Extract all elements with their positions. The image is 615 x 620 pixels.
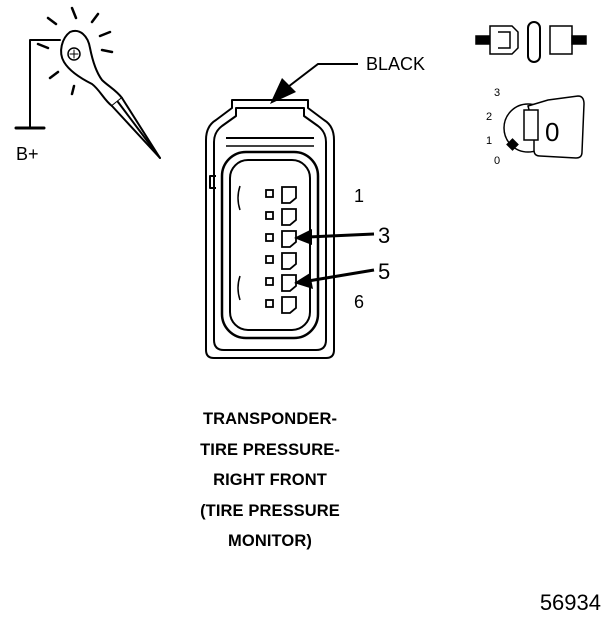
callout-label-3: 3 xyxy=(378,223,390,248)
component-caption: TRANSPONDER- TIRE PRESSURE- RIGHT FRONT … xyxy=(150,404,390,557)
caption-line: (TIRE PRESSURE xyxy=(200,501,340,520)
wire-color-label: BLACK xyxy=(366,54,425,74)
caption-line: RIGHT FRONT xyxy=(213,471,327,489)
ignition-position-scale: 3 2 1 0 xyxy=(486,87,500,167)
figure-number: 56934 xyxy=(539,590,601,615)
pin-5 xyxy=(265,274,297,292)
wire-color-leader xyxy=(270,63,358,104)
pin-2 xyxy=(265,208,297,226)
pin-4 xyxy=(265,252,297,270)
disconnect-connector-icon xyxy=(475,21,587,63)
connector-housing xyxy=(205,99,335,359)
caption-line: TIRE PRESSURE- xyxy=(200,440,340,459)
pin-3 xyxy=(265,230,297,248)
pin-last-label: 6 xyxy=(354,292,364,312)
ignition-key-icon xyxy=(503,95,585,159)
caption-line: TRANSPONDER- xyxy=(202,410,338,428)
pin-6 xyxy=(265,296,297,314)
supply-label: B+ xyxy=(16,144,39,164)
key-position-value: 0 xyxy=(545,117,559,147)
callout-arrow-5 xyxy=(294,268,375,289)
ignition-position-label: 1 xyxy=(486,135,492,147)
ignition-position-label: 2 xyxy=(486,111,492,123)
ignition-position-label: 3 xyxy=(494,87,500,99)
ignition-position-label: 0 xyxy=(494,155,500,167)
test-lamp-probe-icon xyxy=(14,6,161,159)
callout-label-5: 5 xyxy=(378,259,390,284)
pin-first-label: 1 xyxy=(354,186,364,206)
callout-arrow-3 xyxy=(294,229,375,245)
caption-line: MONITOR) xyxy=(228,532,312,550)
connector-pins xyxy=(265,186,297,314)
pin-1 xyxy=(265,186,297,204)
